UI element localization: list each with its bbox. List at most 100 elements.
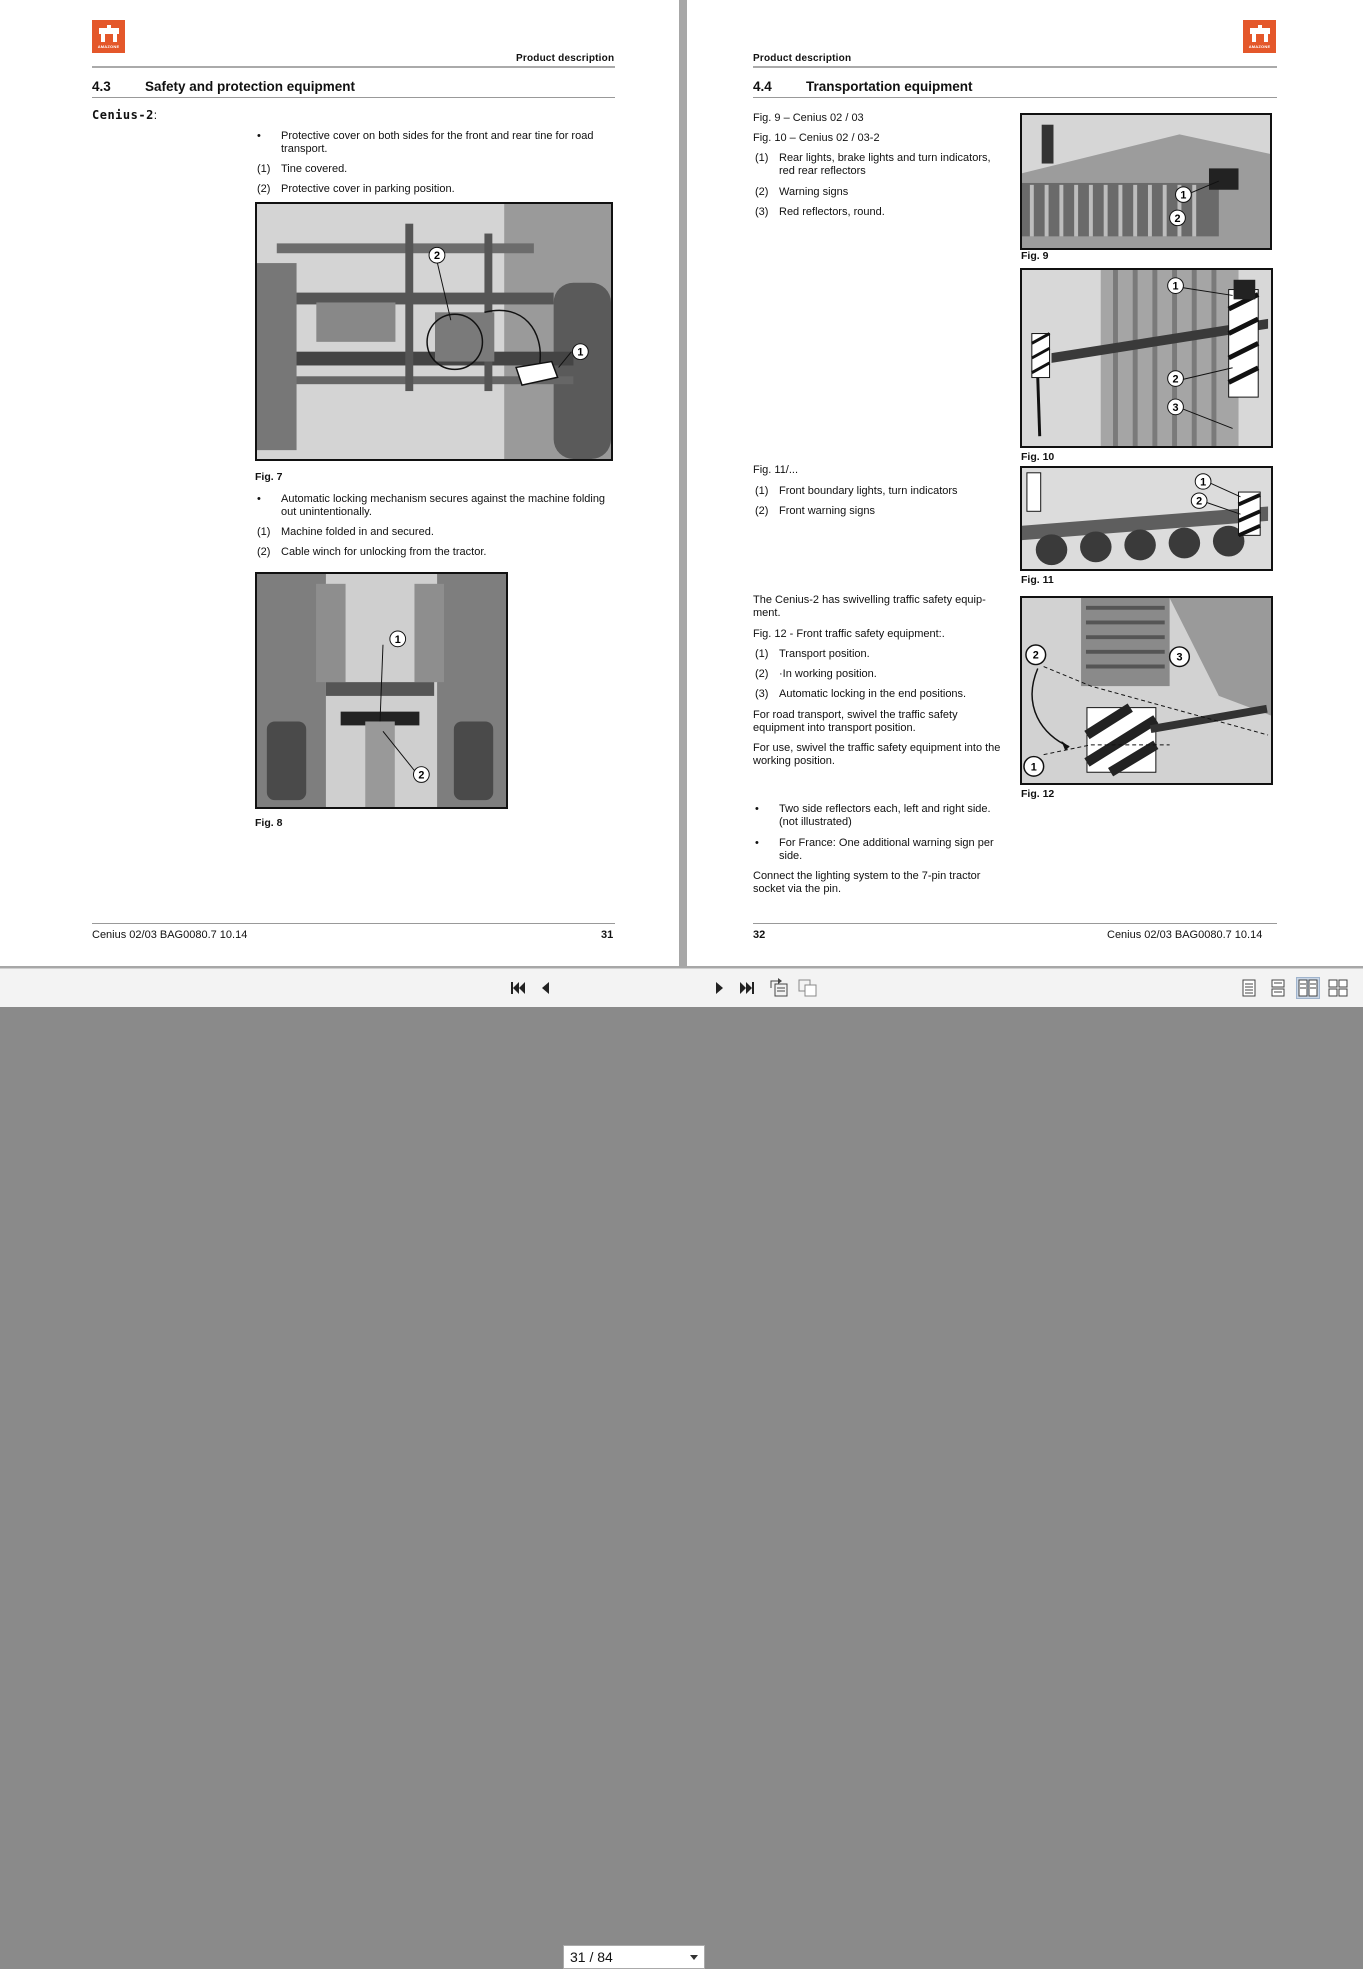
previous-page-button[interactable]: [533, 977, 557, 999]
two-page-continuous-view-button[interactable]: [1326, 977, 1350, 999]
item-front-warning-signs: Front warning signs: [779, 505, 875, 517]
figure-8-caption: Fig. 8: [255, 817, 283, 829]
figure-7-illustration: 2 1: [257, 204, 611, 459]
copy-icon: [798, 979, 817, 997]
footer-rule: [92, 923, 615, 924]
section-heading: 4.3 Safety and protection equipment: [92, 79, 355, 94]
amazone-logo: AMAZONE: [92, 20, 125, 53]
section-heading: 4.4 Transportation equipment: [753, 79, 973, 94]
callout-1: 1: [395, 634, 401, 646]
paragraph-connect-lighting: Connect the lighting system to the 7-pin…: [753, 870, 981, 895]
two-page-continuous-view-icon: [1328, 979, 1348, 997]
last-page-icon: [740, 982, 754, 994]
item-number: (2): [755, 186, 769, 198]
document-viewer[interactable]: AMAZONE Product description 4.3 Safety an…: [0, 0, 1363, 968]
bullet-side-reflectors: Two side reflectors each, left and right…: [779, 803, 991, 828]
bullet-marker: •: [755, 803, 759, 815]
figure-10-illustration: 1 2 3: [1022, 270, 1271, 446]
footer-document-id: Cenius 02/03 BAG0080.7 10.14: [1107, 929, 1263, 941]
footer-page-number: 31: [601, 929, 614, 941]
bullet-marker: •: [755, 837, 759, 849]
callout-1: 1: [1173, 281, 1179, 293]
item-number: (2): [257, 183, 271, 195]
bullet-marker: •: [257, 130, 261, 142]
item-warning-signs: Warning signs: [779, 186, 849, 198]
two-page-view-button[interactable]: [1296, 977, 1320, 999]
item-red-reflectors: Red reflectors, round.: [779, 206, 885, 218]
model-colon: :: [153, 108, 158, 122]
section-number: 4.3: [92, 79, 111, 94]
section-rule: [753, 97, 1277, 98]
continuous-view-button[interactable]: [1266, 977, 1290, 999]
item-rear-lights: Rear lights, brake lights and turn indic…: [779, 152, 991, 177]
figure-12-caption: Fig. 12: [1021, 788, 1055, 800]
figure-7-caption: Fig. 7: [255, 471, 283, 483]
callout-1: 1: [1180, 190, 1186, 202]
item-number: (2): [257, 546, 271, 558]
item-number: (3): [755, 206, 769, 218]
item-number: (1): [755, 648, 769, 660]
bullet-marker: •: [257, 493, 261, 505]
section-number: 4.4: [753, 79, 772, 94]
figure-11-caption: Fig. 11: [1021, 574, 1054, 586]
copy-button[interactable]: [796, 977, 820, 999]
two-page-view-icon: [1298, 979, 1318, 997]
footer-rule: [753, 923, 1277, 924]
item-number: (1): [257, 163, 271, 175]
figure-12-image: 2 1 3: [1020, 596, 1273, 785]
rotate-button[interactable]: [767, 977, 791, 999]
section-title: Transportation equipment: [806, 79, 973, 94]
page-indicator: 31 / 84: [570, 1949, 613, 1965]
model-name: Cenius-2: [92, 108, 154, 122]
callout-2: 2: [1033, 650, 1039, 662]
fig-reference-10: Fig. 10 – Cenius 02 / 03-2: [753, 132, 880, 144]
item-automatic-locking: Automatic locking in the end positions.: [779, 688, 967, 700]
callout-2: 2: [1196, 496, 1202, 508]
callout-1: 1: [1031, 761, 1037, 773]
figure-7-image: 2 1: [255, 202, 613, 461]
figure-10-image: 1 2 3: [1020, 268, 1273, 448]
bullet-protective-cover: Protective cover on both sides for the f…: [281, 130, 594, 155]
figure-10-caption: Fig. 10: [1021, 451, 1055, 463]
callout-3: 3: [1176, 652, 1182, 664]
single-page-view-button[interactable]: [1237, 977, 1261, 999]
first-page-button[interactable]: [506, 977, 530, 999]
figure-11-illustration: 1 2: [1022, 468, 1271, 569]
figure-8-image: 1 2: [255, 572, 508, 809]
callout-1: 1: [1200, 476, 1206, 488]
section-title: Safety and protection equipment: [145, 79, 356, 94]
logo-icon: [1249, 24, 1270, 42]
footer-document-id: Cenius 02/03 BAG0080.7 10.14: [92, 929, 248, 941]
callout-2: 2: [418, 769, 424, 781]
figure-8-illustration: 1 2: [257, 574, 506, 807]
viewer-toolbar: 31 / 84: [0, 968, 1363, 1969]
item-tine-covered: Tine covered.: [281, 163, 348, 175]
callout-2: 2: [1174, 213, 1180, 225]
paragraph-working-use: For use, swivel the traffic safety equip…: [753, 742, 1001, 767]
fig-reference-12: Fig. 12 - Front traffic safety equipment…: [753, 628, 945, 640]
callout-2: 2: [434, 250, 440, 262]
previous-page-icon: [542, 982, 549, 994]
footer-page-number: 32: [753, 929, 766, 941]
item-transport-position: Transport position.: [779, 648, 870, 660]
item-number: (1): [755, 152, 769, 164]
figure-11-image: 1 2: [1020, 466, 1273, 571]
rotate-icon: [770, 978, 788, 997]
fig-reference-11: Fig. 11/...: [753, 464, 799, 476]
figure-12-illustration: 2 1 3: [1022, 598, 1271, 783]
running-head: Product description: [753, 53, 852, 64]
page-number-select[interactable]: 31 / 84: [563, 1945, 705, 1969]
figure-9-image: 1 2: [1020, 113, 1272, 250]
next-page-icon: [716, 982, 723, 994]
item-cable-winch: Cable winch for unlocking from the tract…: [281, 546, 487, 558]
last-page-button[interactable]: [735, 977, 759, 999]
item-front-boundary-lights: Front boundary lights, turn indicators: [779, 485, 958, 497]
next-page-button[interactable]: [708, 977, 732, 999]
logo-icon: [98, 24, 119, 42]
header-rule: [753, 66, 1277, 68]
section-rule: [92, 97, 615, 98]
chevron-down-icon: [690, 1955, 698, 1960]
paragraph-swivelling: The Cenius-2 has swivelling traffic safe…: [753, 594, 986, 619]
